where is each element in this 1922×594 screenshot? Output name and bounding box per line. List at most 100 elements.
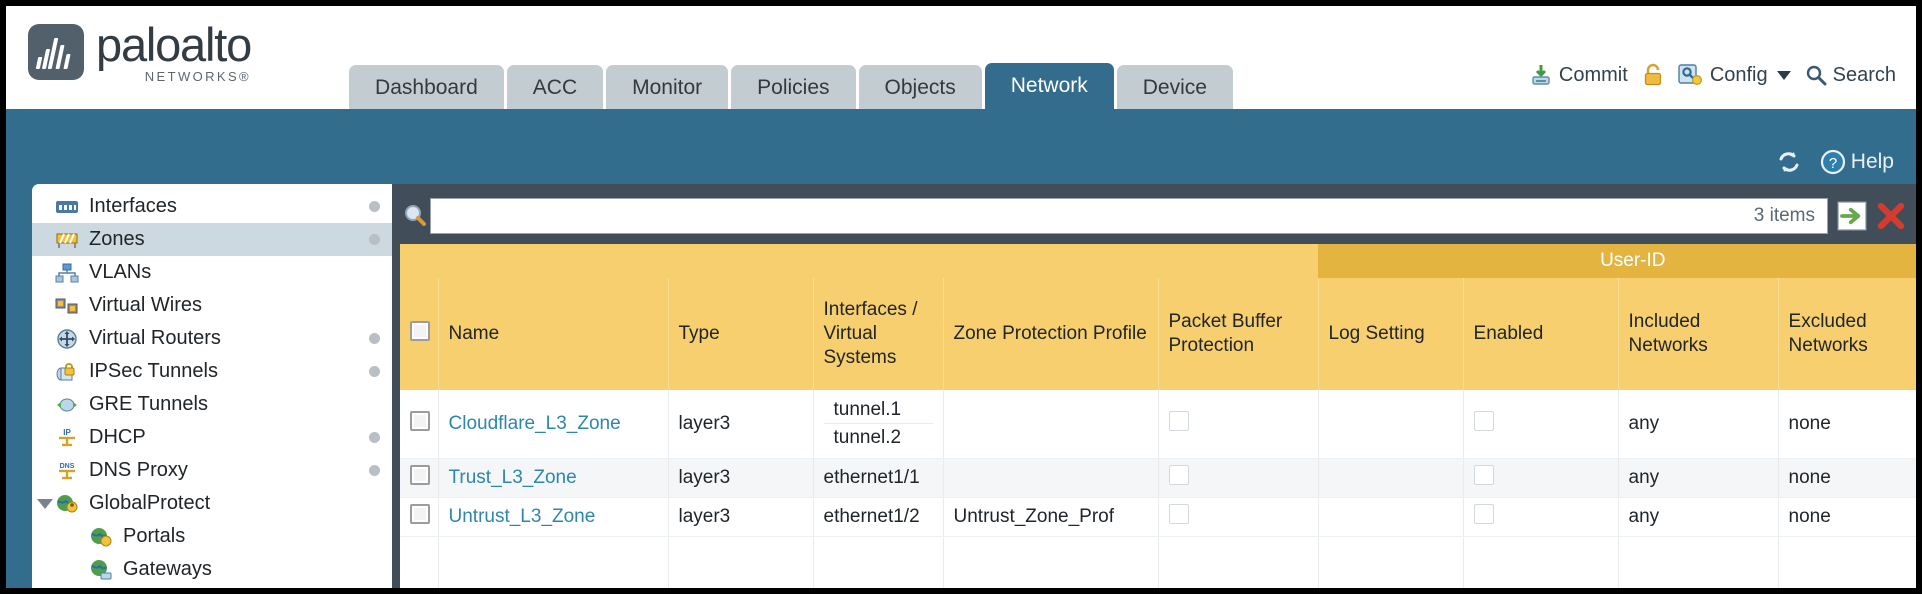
cell-packet-buffer-protection[interactable] [1158, 497, 1319, 537]
row-checkbox[interactable] [410, 504, 430, 524]
sidebar-label: Zones [89, 228, 145, 250]
search-magnifier-icon [1806, 65, 1827, 86]
cell-zone-protection-profile [943, 390, 1159, 459]
clear-filter-button[interactable] [1876, 201, 1906, 231]
zones-table-head: User-ID Name Type Interfaces / Virtual S… [400, 244, 1916, 390]
cell-userid-enabled[interactable] [1463, 458, 1619, 498]
select-all-checkbox[interactable] [410, 320, 430, 341]
zone-link[interactable]: Untrust_L3_Zone [448, 506, 596, 527]
column-header-excluded-networks[interactable]: Excluded Networks [1778, 278, 1916, 390]
zones-icon [54, 229, 80, 251]
column-header-zone-protection-profile[interactable]: Zone Protection Profile [943, 278, 1159, 390]
svg-text:?: ? [1829, 155, 1837, 172]
tab-dashboard[interactable]: Dashboard [349, 64, 504, 109]
dhcp-icon: IP [54, 427, 80, 449]
column-header-included-networks[interactable]: Included Networks [1618, 278, 1779, 390]
select-all-header[interactable] [400, 278, 439, 390]
column-header-interfaces[interactable]: Interfaces / Virtual Systems [813, 278, 944, 390]
sidebar-item-dhcp[interactable]: IP DHCP [32, 421, 392, 454]
filter-search-icon[interactable] [400, 201, 430, 231]
search-button[interactable]: Search [1805, 64, 1896, 87]
cell-name[interactable]: Cloudflare_L3_Zone [438, 390, 669, 459]
content-area: Interfaces Zones VLANs Vir [6, 184, 1916, 588]
vlans-icon [54, 262, 80, 284]
portals-icon [88, 526, 114, 548]
row-select-cell[interactable] [400, 458, 439, 498]
sidebar-item-globalprotect[interactable]: GlobalProtect [32, 487, 392, 520]
sidebar-item-virtual-routers[interactable]: Virtual Routers [32, 322, 392, 355]
tab-monitor[interactable]: Monitor [606, 64, 729, 109]
sidebar-item-vlans[interactable]: VLANs [32, 256, 392, 289]
status-dot [369, 366, 380, 377]
tab-objects[interactable]: Objects [858, 64, 982, 109]
userid-enabled-checkbox[interactable] [1473, 411, 1494, 431]
brand-name: paloalto [96, 18, 252, 71]
tab-device[interactable]: Device [1116, 64, 1233, 109]
commit-button[interactable]: Commit [1529, 63, 1628, 87]
commit-download-icon [1532, 65, 1550, 85]
sidebar-item-zones[interactable]: Zones [32, 223, 392, 256]
help-button[interactable]: ? Help [1820, 149, 1894, 175]
packet-buffer-protection-checkbox[interactable] [1168, 465, 1189, 485]
sidebar-item-ipsec-tunnels[interactable]: IPSec Tunnels [32, 355, 392, 388]
table-row[interactable]: Trust_L3_Zone layer3 ethernet1/1 [400, 458, 1916, 498]
packet-buffer-protection-checkbox[interactable] [1168, 504, 1189, 524]
sidebar-label: Interfaces [89, 195, 177, 217]
sidebar-item-portals[interactable]: Portals [32, 520, 392, 553]
sidebar-item-virtual-wires[interactable]: Virtual Wires [32, 289, 392, 322]
cell-packet-buffer-protection[interactable] [1158, 390, 1319, 459]
sidebar-item-dns-proxy[interactable]: DNS DNS Proxy [32, 454, 392, 487]
status-dot [369, 432, 380, 443]
sidebar-label: VLANs [89, 261, 152, 283]
status-dot [369, 201, 380, 212]
row-checkbox[interactable] [410, 411, 430, 431]
expand-triangle-icon[interactable] [37, 498, 53, 509]
commit-label: Commit [1558, 63, 1628, 86]
row-checkbox[interactable] [410, 465, 430, 485]
tab-policies[interactable]: Policies [731, 64, 856, 109]
interface-item: tunnel.2 [833, 427, 902, 448]
cell-name[interactable]: Untrust_L3_Zone [438, 497, 669, 537]
tab-acc[interactable]: ACC [506, 64, 604, 109]
config-menu[interactable]: Config [1678, 63, 1791, 87]
sidebar-item-gateways[interactable]: Gateways [32, 553, 392, 586]
column-header-name[interactable]: Name [438, 278, 669, 390]
cell-name[interactable]: Trust_L3_Zone [438, 458, 669, 498]
cell-userid-enabled[interactable] [1463, 497, 1619, 537]
apply-filter-button[interactable] [1837, 201, 1867, 231]
status-dot [369, 465, 380, 476]
brand-subtitle: NETWORKS® [144, 69, 252, 84]
lock-button[interactable] [1642, 63, 1664, 87]
table-row[interactable]: Untrust_L3_Zone layer3 ethernet1/2 Untru… [400, 497, 1916, 537]
sidebar-item-gre-tunnels[interactable]: GRE Tunnels [32, 388, 392, 421]
zone-link[interactable]: Trust_L3_Zone [448, 467, 577, 488]
brand-logo: paloalto NETWORKS® [6, 18, 252, 109]
cell-excluded-networks: none [1778, 497, 1916, 537]
refresh-button[interactable] [1776, 150, 1802, 174]
filter-input[interactable]: 3 items [430, 198, 1828, 234]
row-select-cell[interactable] [400, 497, 439, 537]
sidebar-item-interfaces[interactable]: Interfaces [32, 190, 392, 223]
column-header-log-setting[interactable]: Log Setting [1318, 278, 1464, 390]
help-label: Help [1850, 150, 1894, 173]
top-bar: paloalto NETWORKS® Dashboard ACC Monitor… [6, 6, 1916, 109]
cell-zone-protection-profile [943, 458, 1159, 498]
cell-included-networks: any [1618, 497, 1779, 537]
zones-table-body: Cloudflare_L3_Zone layer3 tunnel.1 tunne… [400, 390, 1916, 588]
column-header-row: Name Type Interfaces / Virtual Systems Z… [400, 278, 1916, 390]
sidebar-label: GRE Tunnels [89, 393, 208, 415]
column-header-packet-buffer-protection[interactable]: Packet Buffer Protection [1158, 278, 1319, 390]
row-select-cell[interactable] [400, 390, 439, 459]
column-header-type[interactable]: Type [668, 278, 814, 390]
cell-packet-buffer-protection[interactable] [1158, 458, 1319, 498]
userid-enabled-checkbox[interactable] [1473, 504, 1494, 524]
userid-enabled-checkbox[interactable] [1473, 465, 1494, 485]
zone-link[interactable]: Cloudflare_L3_Zone [448, 413, 621, 434]
main-tab-bar: Dashboard ACC Monitor Policies Objects N… [349, 62, 1233, 109]
config-label: Config [1709, 63, 1768, 86]
tab-network[interactable]: Network [984, 62, 1114, 109]
packet-buffer-protection-checkbox[interactable] [1168, 411, 1189, 431]
cell-zone-protection-profile: Untrust_Zone_Prof [943, 497, 1159, 537]
cell-userid-enabled[interactable] [1463, 390, 1619, 459]
column-header-enabled[interactable]: Enabled [1463, 278, 1619, 390]
